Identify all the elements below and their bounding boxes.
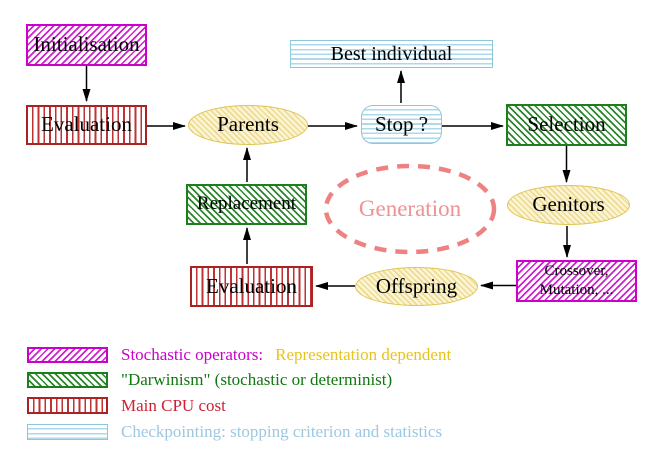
selection-box: Selection — [506, 104, 627, 146]
generation-dashed-ellipse — [323, 163, 497, 255]
replacement-label: Replacement — [196, 193, 297, 215]
crossover-label-line2: Mutation, ... — [539, 282, 614, 298]
legend-stochastic-label: Stochastic operators: — [121, 345, 264, 364]
initialisation-label: Initialisation — [33, 32, 140, 57]
legend-darwinism-label: "Darwinism" (stochastic or determinist) — [121, 370, 393, 389]
legend-row-stochastic: Stochastic operators: Representation depe… — [121, 345, 451, 365]
stop-label: Stop ? — [374, 111, 429, 136]
replacement-box: Replacement — [186, 184, 307, 225]
parents-ellipse: Parents — [188, 105, 308, 145]
legend-row-cpu: Main CPU cost — [121, 396, 226, 416]
crossover-label-line1: Crossover, — [544, 262, 609, 279]
best-individual-box: Best individual — [290, 40, 493, 68]
offspring-label: Offspring — [375, 273, 458, 298]
stop-box: Stop ? — [361, 105, 442, 144]
legend-cyan-stripe-swatch — [27, 424, 108, 440]
initialisation-box: Initialisation — [26, 24, 147, 66]
generation-label: Generation — [358, 196, 462, 221]
evaluation-bottom-box: Evaluation — [190, 266, 313, 307]
legend-representation-label: Representation dependent — [275, 345, 452, 364]
crossover-mutation-box: Crossover, Mutation, ... — [516, 260, 637, 302]
evaluation-top-box: Evaluation — [26, 105, 147, 145]
genitors-ellipse: Genitors — [507, 185, 630, 225]
legend-checkpointing-label: Checkpointing: stopping criterion and st… — [121, 422, 443, 441]
parents-label: Parents — [217, 112, 279, 137]
selection-label: Selection — [527, 112, 606, 137]
legend-green-hatch-swatch — [27, 372, 108, 388]
evaluation-bottom-label: Evaluation — [206, 273, 297, 298]
legend-magenta-hatch-swatch — [27, 347, 108, 363]
evaluation-top-label: Evaluation — [41, 112, 132, 137]
best-individual-label: Best individual — [330, 43, 453, 65]
offspring-ellipse: Offspring — [355, 267, 478, 306]
legend-row-checkpointing: Checkpointing: stopping criterion and st… — [121, 422, 442, 442]
legend-cpu-label: Main CPU cost — [121, 396, 226, 415]
legend-red-stripe-swatch — [27, 397, 108, 414]
genitors-label: Genitors — [532, 192, 605, 217]
legend-row-darwinism: "Darwinism" (stochastic or determinist) — [121, 370, 392, 390]
